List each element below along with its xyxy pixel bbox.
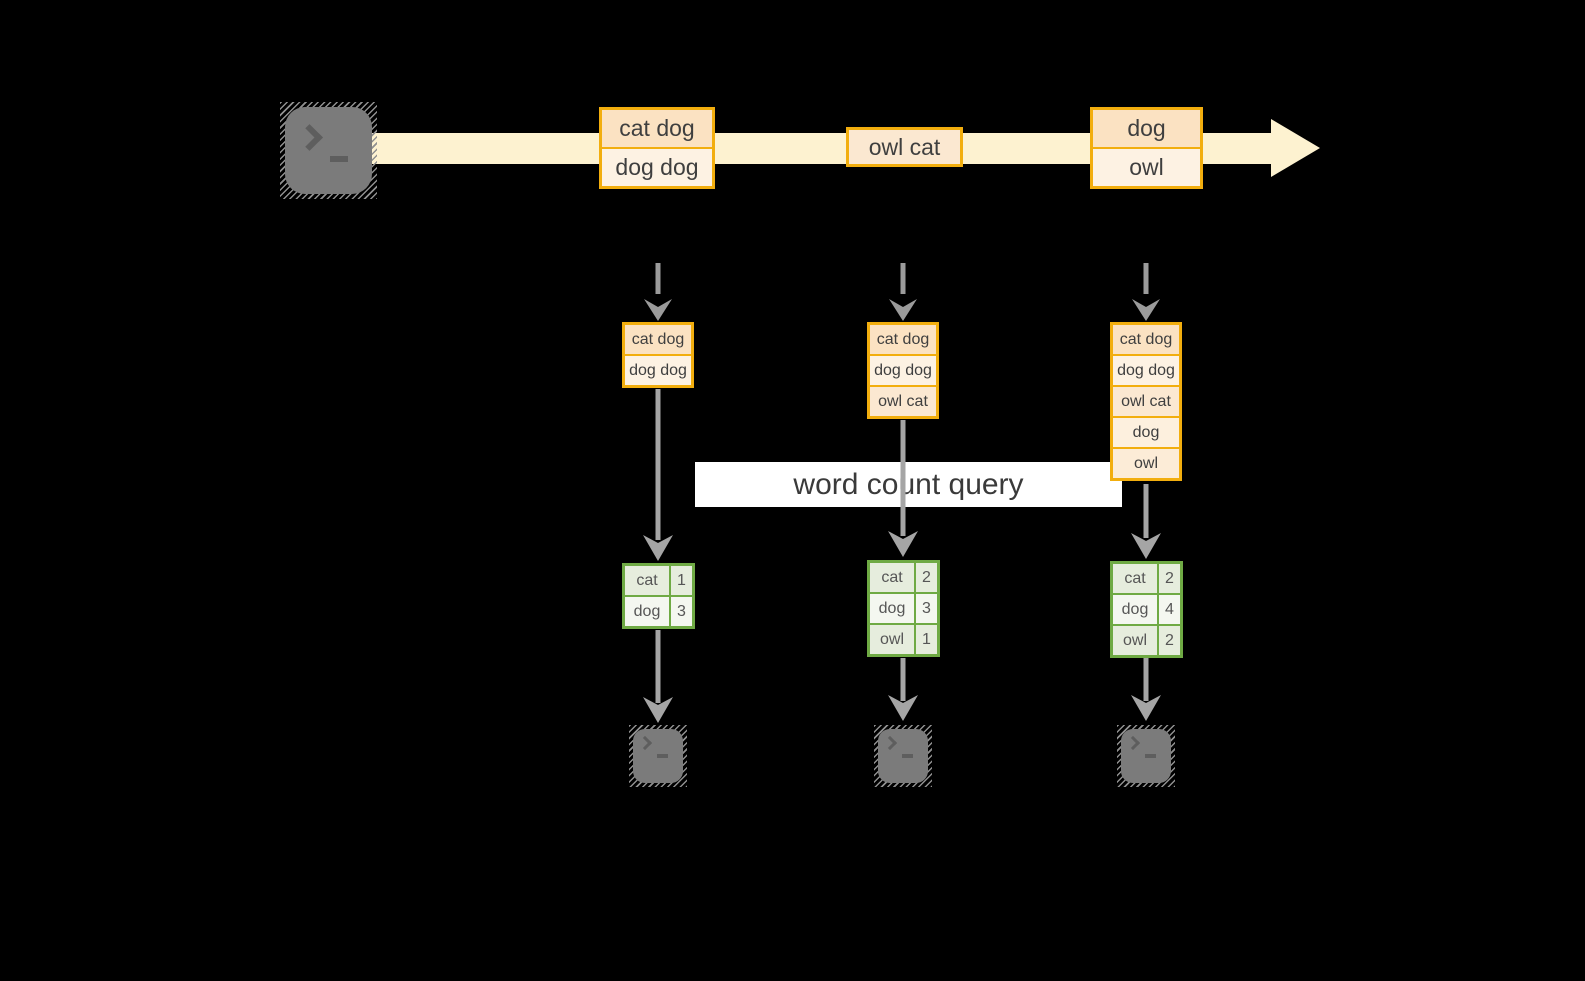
word-cell: dog [870,594,916,623]
sink-terminal-icon [874,725,932,787]
count-cell: 1 [916,625,937,654]
state-row: owl cat [870,385,936,416]
stream-record-batch-1: cat dog dog dog [599,107,715,189]
source-terminal-icon [280,102,377,199]
count-cell: 4 [1159,595,1180,624]
prompt-cursor-icon [1145,754,1156,758]
stream-record-line: cat dog [602,110,712,147]
state-row: dog [1113,416,1179,447]
prompt-cursor-icon [330,156,348,162]
stream-record-batch-2: owl cat [846,127,963,167]
state-row: dog dog [870,354,936,385]
input-state-stack-1: cat dog dog dog [622,322,694,388]
word-cell: owl [870,625,916,654]
count-row: owl 1 [870,623,937,654]
state-row: dog dog [1113,354,1179,385]
state-row: owl cat [1113,385,1179,416]
word-cell: dog [625,597,671,626]
stream-record-batch-3: dog owl [1090,107,1203,189]
state-row: owl [1113,447,1179,478]
word-cell: cat [625,566,671,595]
query-banner: word count query [695,462,1122,507]
state-row: dog dog [625,354,691,385]
count-row: cat 1 [625,566,692,595]
terminal-body [285,107,372,194]
stream-record-line: dog [1093,110,1200,147]
word-cell: cat [1113,564,1159,593]
input-state-stack-3: cat dog dog dog owl cat dog owl [1110,322,1182,481]
word-cell: owl [1113,626,1159,655]
prompt-cursor-icon [657,754,668,758]
count-row: owl 2 [1113,624,1180,655]
count-row: dog 3 [870,592,937,623]
count-row: dog 3 [625,595,692,626]
count-cell: 3 [671,597,692,626]
stream-record-line: dog dog [602,147,712,186]
word-cell: dog [1113,595,1159,624]
count-cell: 2 [1159,564,1180,593]
count-row: dog 4 [1113,593,1180,624]
sink-terminal-icon [629,725,687,787]
stream-arrowhead [1271,119,1320,177]
stream-record-line: owl [1093,147,1200,186]
count-cell: 2 [916,563,937,592]
word-cell: cat [870,563,916,592]
count-table-1: cat 1 dog 3 [622,563,695,629]
state-row: cat dog [1113,325,1179,354]
input-state-stack-2: cat dog dog dog owl cat [867,322,939,419]
count-cell: 1 [671,566,692,595]
sink-terminal-icon [1117,725,1175,787]
state-row: cat dog [870,325,936,354]
count-row: cat 2 [1113,564,1180,593]
stream-record-line: owl cat [849,130,960,164]
prompt-cursor-icon [902,754,913,758]
count-row: cat 2 [870,563,937,592]
count-table-2: cat 2 dog 3 owl 1 [867,560,940,657]
count-cell: 2 [1159,626,1180,655]
count-table-3: cat 2 dog 4 owl 2 [1110,561,1183,658]
query-banner-label: word count query [793,467,1024,501]
state-row: cat dog [625,325,691,354]
count-cell: 3 [916,594,937,623]
